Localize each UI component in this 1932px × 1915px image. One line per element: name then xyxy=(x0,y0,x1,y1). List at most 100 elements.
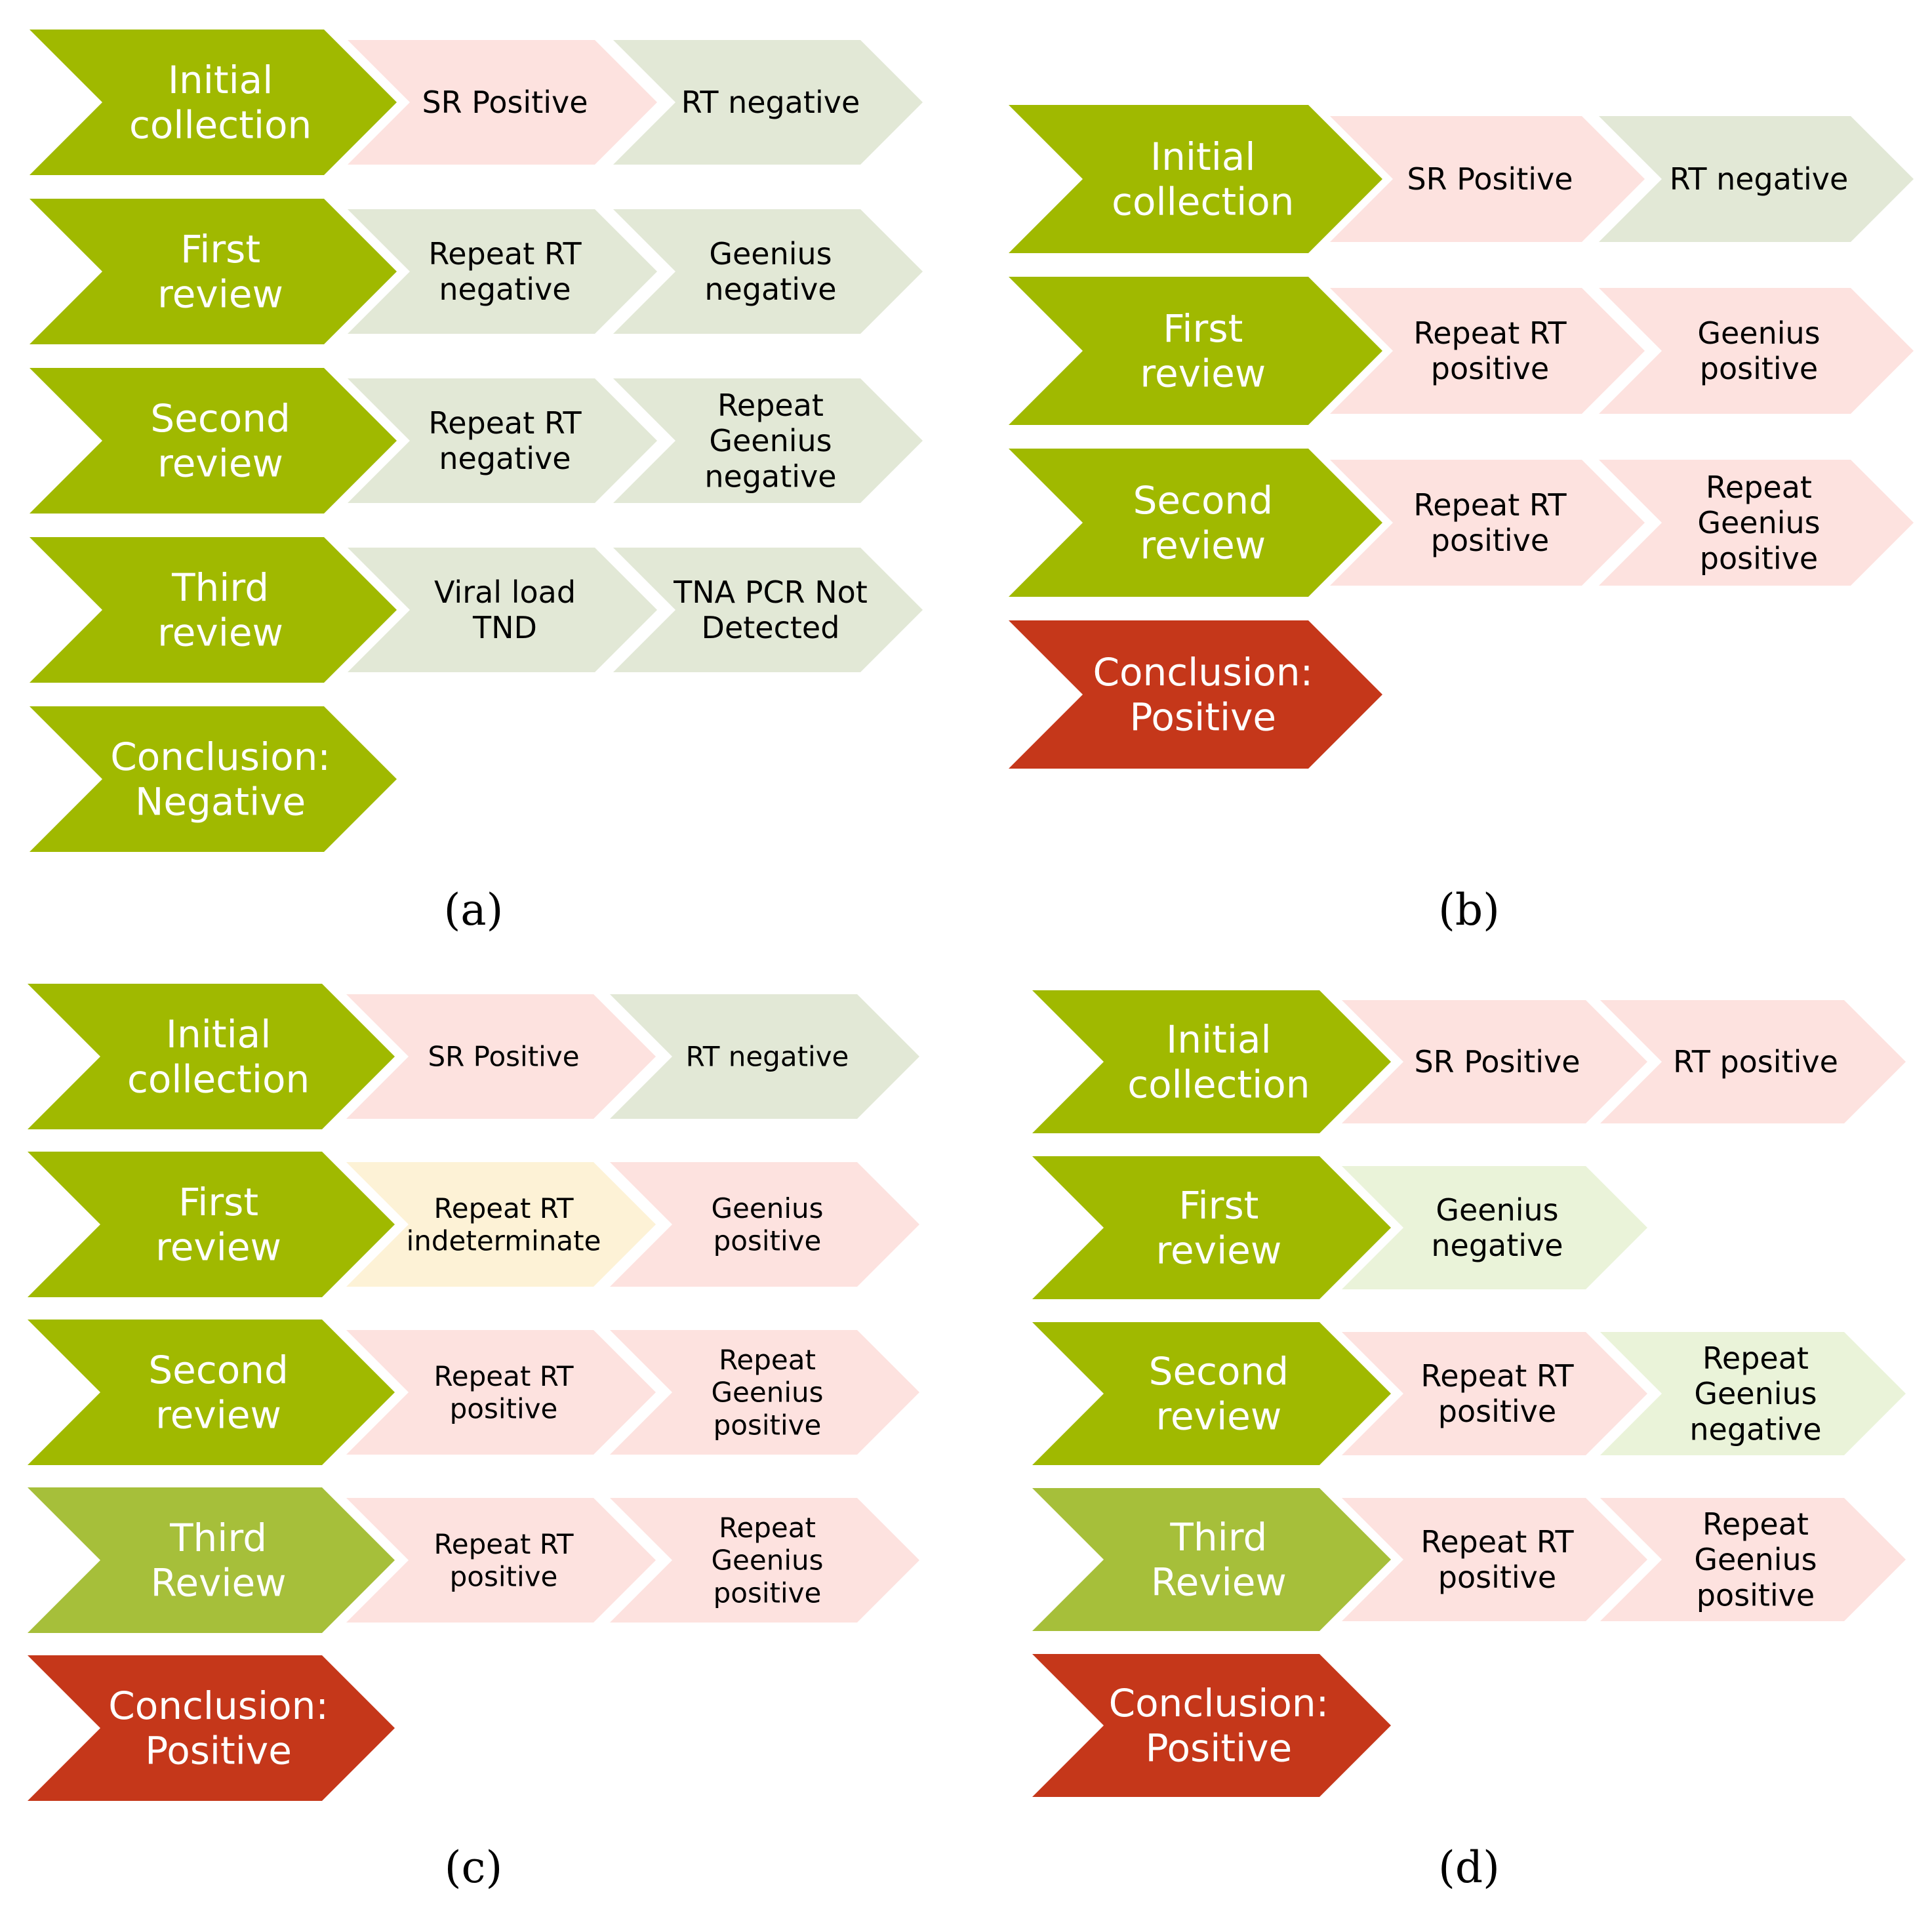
result-chevron xyxy=(1342,1332,1647,1455)
result-chevron xyxy=(346,1330,656,1455)
result-chevron xyxy=(610,1162,919,1287)
result-chevron xyxy=(1599,460,1914,586)
result-chevron xyxy=(348,40,657,165)
result-chevron xyxy=(1330,116,1645,242)
result-chevron xyxy=(346,1498,656,1623)
flow-row: Conclusion:Negative xyxy=(30,706,397,852)
stage-chevron xyxy=(30,537,397,683)
stage-label: Conclusion:Positive xyxy=(1109,1681,1329,1770)
result-chevron xyxy=(1342,1498,1647,1621)
result-chevron xyxy=(1600,1000,1906,1123)
result-chevron xyxy=(1600,1332,1906,1455)
stage-chevron xyxy=(28,1487,395,1633)
conclusion-chevron xyxy=(1032,1654,1391,1797)
conclusion-chevron xyxy=(1009,620,1382,769)
result-label: SR Positive xyxy=(1414,1044,1580,1079)
result-label: RT negative xyxy=(686,1041,849,1073)
result-chevron xyxy=(348,378,657,503)
result-chevron xyxy=(610,1330,919,1455)
stage-chevron xyxy=(30,706,397,852)
result-chevron xyxy=(1330,288,1645,414)
stage-chevron xyxy=(30,368,397,514)
panel-label: (c) xyxy=(445,1842,502,1893)
result-chevron xyxy=(610,994,919,1119)
result-chevron xyxy=(1330,460,1645,586)
stage-chevron xyxy=(1009,449,1382,597)
panel-label: (b) xyxy=(1438,885,1500,935)
stage-chevron xyxy=(30,30,397,175)
result-label: SR Positive xyxy=(1407,161,1573,197)
result-chevron xyxy=(613,40,923,165)
result-chevron xyxy=(610,1498,919,1623)
stage-chevron xyxy=(28,1152,395,1297)
stage-chevron xyxy=(28,984,395,1129)
stage-chevron xyxy=(28,1320,395,1465)
result-chevron xyxy=(1599,288,1914,414)
flow-row: Conclusion:Positive xyxy=(1009,620,1382,769)
result-chevron xyxy=(348,209,657,334)
result-chevron xyxy=(346,1162,656,1287)
stage-label: Conclusion:Positive xyxy=(1093,650,1313,739)
stage-chevron xyxy=(1032,990,1391,1133)
result-chevron xyxy=(1599,116,1914,242)
stage-label: Conclusion:Positive xyxy=(108,1683,329,1773)
result-label: RT negative xyxy=(1670,161,1849,197)
flow-row: Conclusion:Positive xyxy=(28,1655,395,1801)
conclusion-chevron xyxy=(28,1655,395,1801)
result-chevron xyxy=(1342,1000,1647,1123)
stage-chevron xyxy=(1009,105,1382,253)
panel-label: (d) xyxy=(1438,1842,1500,1893)
stage-chevron xyxy=(1009,277,1382,425)
panel-label: (a) xyxy=(444,885,504,935)
result-chevron xyxy=(613,378,923,503)
result-chevron xyxy=(348,548,657,672)
